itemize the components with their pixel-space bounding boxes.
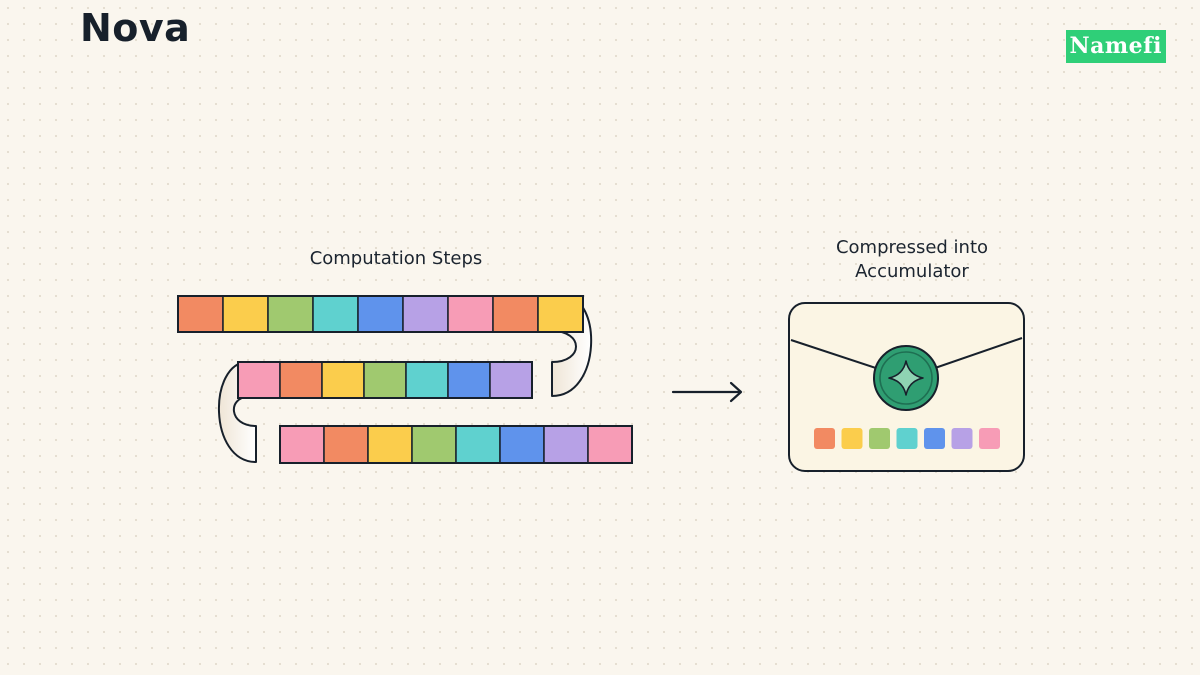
tape-cell-orange	[279, 361, 323, 399]
tape-cell-teal	[405, 361, 449, 399]
tape-cell-pink	[587, 425, 633, 464]
tape-rows	[177, 295, 633, 464]
tape-cell-purple	[489, 361, 533, 399]
tape-cell-blue	[447, 361, 491, 399]
right-arrow-icon	[671, 381, 743, 403]
accumulator-swatch-blue	[924, 428, 945, 449]
tape-cell-pink	[447, 295, 494, 333]
page-title: Nova	[80, 6, 191, 50]
accumulator-swatch-pink	[979, 428, 1000, 449]
accumulator-swatch-teal	[896, 428, 918, 449]
tape-cell-yellow	[321, 361, 365, 399]
tape-cell-green	[363, 361, 407, 399]
tape-cell-purple	[543, 425, 589, 464]
tape-cell-orange	[177, 295, 224, 333]
tape-cell-teal	[455, 425, 501, 464]
accumulator-label-line-2: Accumulator	[855, 261, 969, 282]
accumulator-swatches	[814, 428, 1000, 449]
tape-row-outline	[177, 295, 584, 333]
tape-cell-blue	[357, 295, 404, 333]
tape-cell-blue	[499, 425, 545, 464]
tape-cell-yellow	[537, 295, 584, 333]
accumulator-swatch-yellow	[841, 428, 863, 449]
tape-cell-pink	[237, 361, 281, 399]
tape-cell-orange	[323, 425, 369, 464]
tape-row-outline	[279, 425, 633, 464]
tape-cell-yellow	[367, 425, 413, 464]
tape-cell-yellow	[222, 295, 269, 333]
tape-cell-purple	[402, 295, 449, 333]
computation-steps-label: Computation Steps	[309, 248, 483, 269]
tape-cell-pink	[279, 425, 325, 464]
accumulator-label-line-1: Compressed into	[835, 237, 989, 258]
wax-seal	[873, 345, 939, 411]
tape-cell-orange	[492, 295, 539, 333]
tape-cell-green	[411, 425, 457, 464]
accumulator-label: Compressed into Accumulator	[792, 236, 1032, 284]
tape-row-outline	[237, 361, 533, 399]
accumulator-swatch-purple	[951, 428, 973, 449]
accumulator-swatch-green	[869, 428, 890, 449]
accumulator-swatch-orange	[814, 428, 835, 449]
sparkle-star-icon	[888, 360, 924, 396]
tape-cell-green	[267, 295, 314, 333]
brand-logo: Namefi	[1065, 30, 1166, 63]
tape-cell-teal	[312, 295, 359, 333]
